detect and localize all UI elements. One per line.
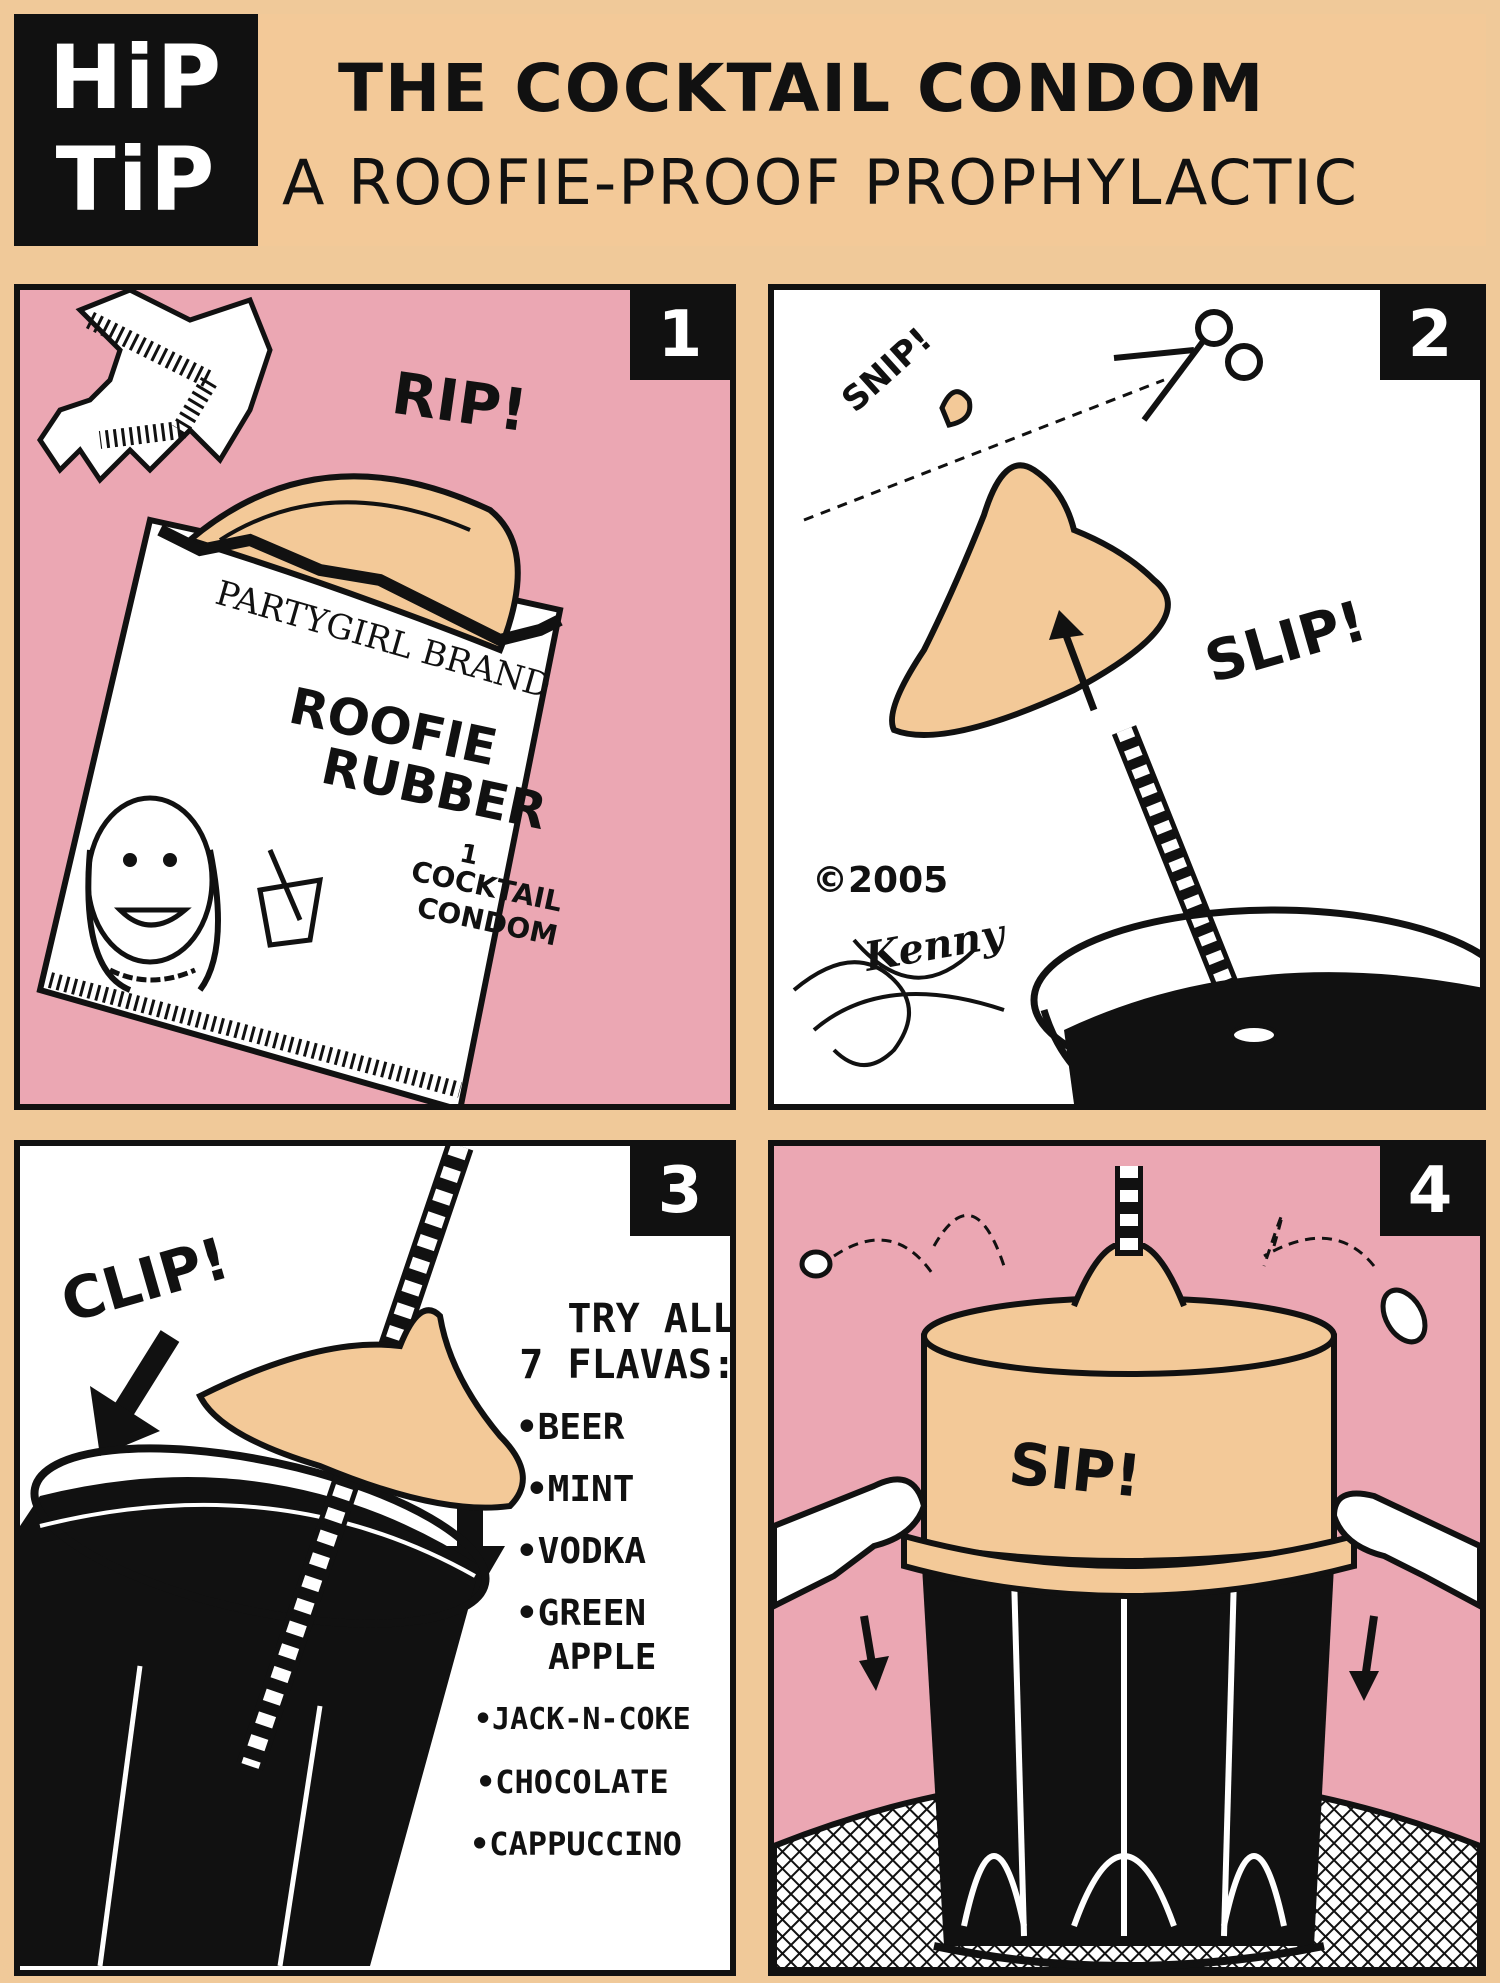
comic-title: THE COCKTAIL CONDOM (338, 50, 1266, 127)
panel-3: 3 CLIP! TRY ALL 7 FLAVAS: •BEER •MINT •V… (14, 1140, 736, 1976)
logo-line-1: HiP (48, 26, 224, 129)
condom-packet-illustration (36, 290, 564, 1104)
flavas-title-line2: 7 FLAVAS: (519, 1342, 736, 1388)
flavas-title-line1: TRY ALL (567, 1296, 736, 1342)
panel-4: 4 SIP! (768, 1140, 1486, 1976)
panel-number: 4 (1380, 1146, 1480, 1236)
flavas-list: TRY ALL 7 FLAVAS: •BEER •MINT •VODKA •GR… (470, 1296, 736, 1866)
snip-slip-illustration (792, 309, 1480, 1104)
flava-item: •BEER (516, 1407, 625, 1448)
logo-line-2: TiP (55, 128, 217, 231)
flava-item: APPLE (548, 1637, 657, 1678)
scissors-icon (1113, 309, 1263, 422)
sound-effect-sip: SIP! (1005, 1429, 1145, 1511)
clip-illustration (20, 1146, 526, 1967)
panel-number: 3 (630, 1146, 730, 1236)
flava-item: •CAPPUCCINO (470, 1825, 682, 1863)
flava-item: •VODKA (516, 1531, 647, 1572)
hip-tip-logo: HiP TiP (14, 14, 258, 246)
panel-number: 2 (1380, 290, 1480, 380)
flava-item: •GREEN (516, 1593, 647, 1634)
flava-item: •CHOCOLATE (476, 1763, 669, 1801)
panel-1: 1 RIP! PARTYGIRL BRAND ROOFIE RUBBER 1 C… (14, 284, 736, 1110)
copyright-text: ©2005 (812, 860, 949, 901)
sip-illustration (774, 1166, 1480, 1970)
panel-2: 2 SNIP! SLIP! ©2005 Kenny (768, 284, 1486, 1110)
flava-item: •JACK-N-COKE (474, 1702, 691, 1737)
flava-item: •MINT (526, 1469, 635, 1510)
header-banner: THE COCKTAIL CONDOM A ROOFIE-PROOF PROPH… (258, 14, 1486, 246)
panel-number: 1 (630, 290, 730, 380)
comic-subtitle: A ROOFIE-PROOF PROPHYLACTIC (282, 146, 1359, 219)
